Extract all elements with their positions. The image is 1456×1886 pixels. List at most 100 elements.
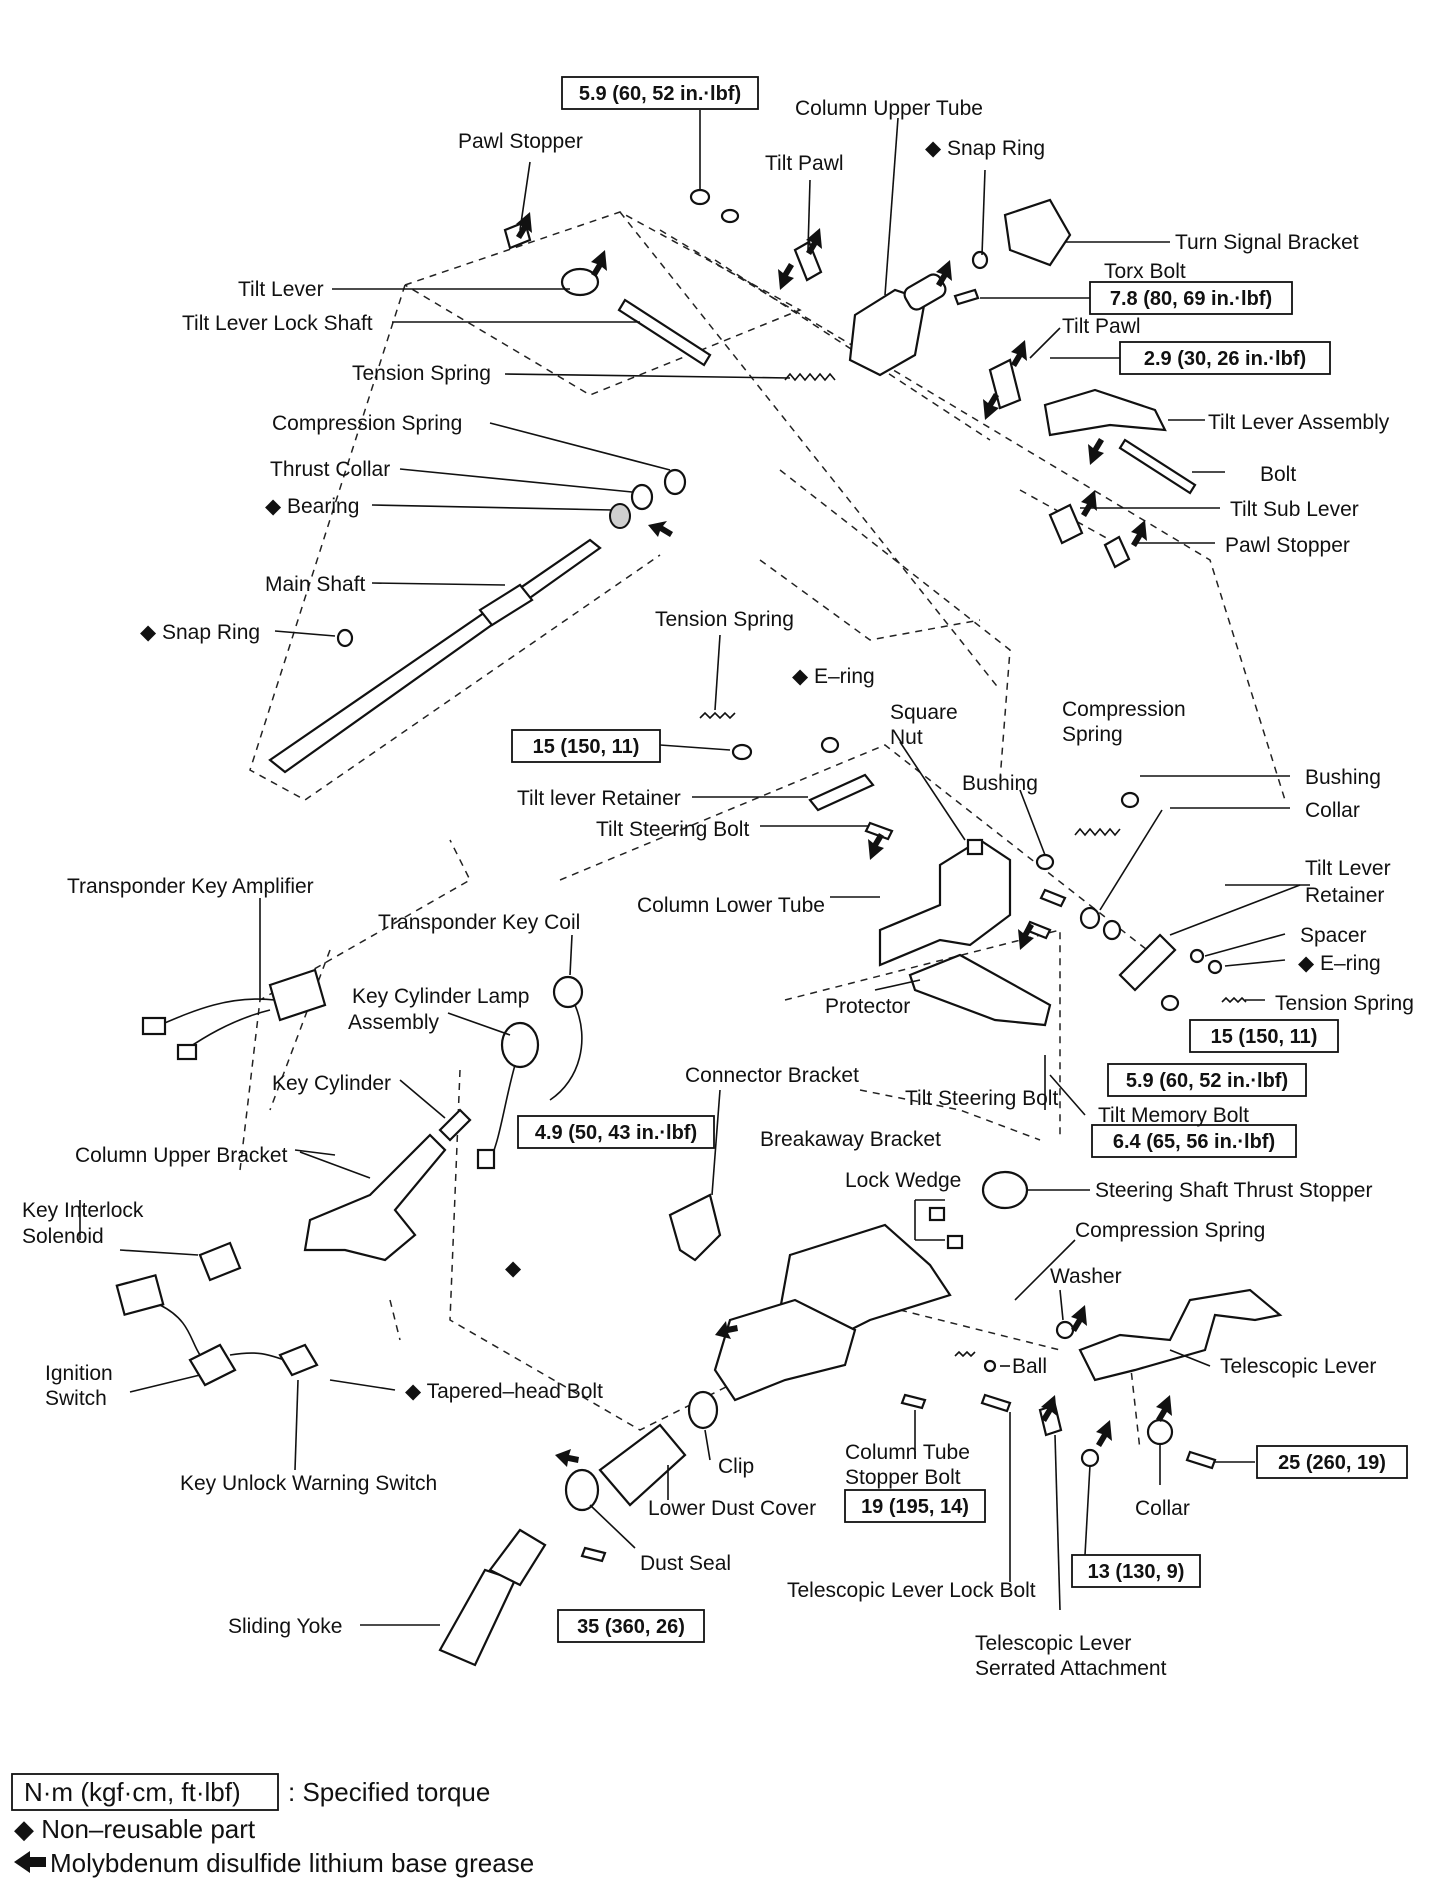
label-tilt-lever-lock-shaft: Tilt Lever Lock Shaft: [182, 312, 373, 335]
svg-text:19 (195, 14): 19 (195, 14): [861, 1496, 969, 1518]
nut-15-part: [731, 743, 753, 761]
label-key-cylinder-lamp-1: Key Cylinder Lamp: [352, 985, 529, 1008]
label-telescopic-serrated-1: Telescopic Lever: [975, 1632, 1131, 1655]
label-tilt-memory-bolt: Tilt Memory Bolt: [1098, 1104, 1249, 1127]
label-thrust-collar: Thrust Collar: [270, 458, 390, 481]
label-tension-spring-top: Tension Spring: [352, 362, 491, 385]
label-connector-bracket: Connector Bracket: [685, 1064, 859, 1087]
label-tension-spring-right: Tension Spring: [1275, 992, 1414, 1015]
ignition-switch-part: [188, 1343, 237, 1387]
tension-spring-right-part: [1221, 996, 1247, 1004]
label-lower-dust-cover: Lower Dust Cover: [648, 1497, 816, 1520]
tilt-lever-lock-shaft-part: [617, 298, 712, 367]
key-cylinder-part: [438, 1108, 472, 1142]
tilt-sub-lever-part: [1048, 503, 1084, 545]
label-ignition-switch-2: Switch: [45, 1387, 107, 1410]
key-cylinder-lamp-part: [500, 1021, 540, 1069]
label-washer: Washer: [1050, 1265, 1122, 1288]
label-transponder-key-coil: Transponder Key Coil: [378, 911, 580, 934]
amplifier-connector-a: [141, 1016, 167, 1036]
label-ignition-switch-1: Ignition: [45, 1362, 113, 1385]
torque-spec-boxes: 5.9 (60, 52 in.·lbf) 7.8 (80, 69 in.·lbf…: [511, 76, 1408, 1643]
label-lock-wedge: Lock Wedge: [845, 1169, 961, 1192]
bushing-mid-part: [1035, 853, 1055, 871]
label-snap-ring-left: ◆ Snap Ring: [140, 621, 260, 644]
part-labels: Pawl Stopper Column Upper Tube Tilt Pawl…: [22, 97, 1414, 1680]
svg-text:5.9 (60, 52 in.·lbf): 5.9 (60, 52 in.·lbf): [1126, 1070, 1288, 1092]
lamp-connector: [476, 1148, 496, 1170]
torque-box-5: 15 (150, 11): [1189, 1019, 1339, 1053]
label-steering-shaft-thrust-stopper: Steering Shaft Thrust Stopper: [1095, 1179, 1372, 1202]
legend-torque-box: [11, 1773, 279, 1811]
tension-spring-top-part: [784, 372, 836, 382]
grease-arrows: [516, 212, 1172, 1467]
lock-wedge-part-b: [946, 1234, 964, 1250]
nut-top-a: [689, 188, 711, 206]
label-tilt-lever-retainer-right-1: Tilt Lever: [1305, 857, 1391, 880]
bolt-25-part: [1185, 1450, 1217, 1470]
grease-arrow-icon: [14, 1851, 46, 1873]
label-column-lower-tube: Column Lower Tube: [637, 894, 825, 917]
label-bearing: ◆ Bearing: [265, 495, 359, 518]
label-tilt-pawl-right: Tilt Pawl: [1062, 315, 1141, 338]
label-spacer: Spacer: [1300, 924, 1367, 947]
torque-box-11: 13 (130, 9): [1071, 1554, 1201, 1588]
label-snap-ring-top: ◆ Snap Ring: [925, 137, 1045, 160]
snap-ring-top-part: [971, 250, 989, 270]
torque-box-9: 19 (195, 14): [844, 1489, 986, 1523]
pawl-stopper-right-part: [1103, 535, 1131, 569]
sliding-yoke-joint: [488, 1528, 547, 1587]
transponder-key-amplifier-part: [268, 968, 327, 1022]
label-column-tube-stopper-bolt-2: Stopper Bolt: [845, 1466, 961, 1489]
svg-text:35 (360, 26): 35 (360, 26): [577, 1616, 685, 1638]
label-bolt: Bolt: [1260, 463, 1296, 486]
lower-dust-cover-part: [598, 1423, 687, 1507]
torque-box-8: 4.9 (50, 43 in.·lbf): [517, 1115, 715, 1149]
legend-nonreusable: ◆ Non–reusable part: [14, 1814, 256, 1844]
leader-lines: [79, 110, 1310, 1626]
torque-box-10: 25 (260, 19): [1256, 1445, 1408, 1479]
legend-grease: Molybdenum disulfide lithium base grease: [50, 1848, 534, 1878]
label-protector: Protector: [825, 995, 910, 1018]
clip-part: [687, 1390, 719, 1430]
label-tilt-steering-bolt-left: Tilt Steering Bolt: [596, 818, 749, 841]
label-column-upper-bracket: Column Upper Bracket: [75, 1144, 288, 1167]
legend-torque-units: N·m (kgf·cm, ft·lbf): [24, 1777, 241, 1807]
label-turn-signal-bracket: Turn Signal Bracket: [1175, 231, 1359, 254]
lower-housing-part: [713, 1298, 857, 1402]
telescopic-lever-lock-bolt-part: [980, 1393, 1012, 1413]
legend-torque-text: : Specified torque: [288, 1777, 490, 1807]
label-collar-low: Collar: [1135, 1497, 1190, 1520]
snap-ring-left-part: [336, 628, 354, 648]
thrust-collar-part: [630, 483, 654, 511]
spacer-part: [1189, 948, 1205, 964]
e-ring-mid-part: [820, 736, 840, 754]
label-bushing-right: Bushing: [1305, 766, 1381, 789]
torque-box-12: 35 (360, 26): [557, 1609, 705, 1643]
telescopic-lever-part: [1078, 1288, 1283, 1382]
sliding-yoke-part: [438, 1568, 517, 1667]
label-tilt-pawl-top: Tilt Pawl: [765, 152, 844, 175]
svg-text:6.4 (65, 56 in.·lbf): 6.4 (65, 56 in.·lbf): [1113, 1131, 1275, 1153]
label-bushing-mid: Bushing: [962, 772, 1038, 795]
label-key-interlock-solenoid-2: Solenoid: [22, 1225, 104, 1248]
bolt-part: [1118, 438, 1197, 495]
square-nut-part: [966, 838, 984, 856]
label-compression-spring-mid-1: Compression: [1062, 698, 1186, 721]
label-sliding-yoke: Sliding Yoke: [228, 1615, 342, 1638]
label-telescopic-lever-lock-bolt: Telescopic Lever Lock Bolt: [787, 1579, 1036, 1602]
label-square-nut-1: Square: [890, 701, 958, 724]
label-tension-spring-mid: Tension Spring: [655, 608, 794, 631]
label-column-upper-tube: Column Upper Tube: [795, 97, 983, 120]
label-e-ring-right: ◆ E–ring: [1298, 952, 1381, 975]
label-column-tube-stopper-bolt-1: Column Tube: [845, 1441, 970, 1464]
protector-part: [908, 953, 1052, 1027]
label-ball: Ball: [1012, 1355, 1047, 1378]
transponder-key-coil-part: [552, 975, 584, 1009]
nut-15b-part: [1160, 994, 1180, 1012]
svg-text:25 (260, 19): 25 (260, 19): [1278, 1452, 1386, 1474]
label-breakaway-bracket: Breakaway Bracket: [760, 1128, 941, 1151]
label-telescopic-lever: Telescopic Lever: [1220, 1355, 1376, 1378]
svg-text:2.9 (30, 26 in.·lbf): 2.9 (30, 26 in.·lbf): [1144, 348, 1306, 370]
collar-right-part-b: [1102, 919, 1122, 941]
